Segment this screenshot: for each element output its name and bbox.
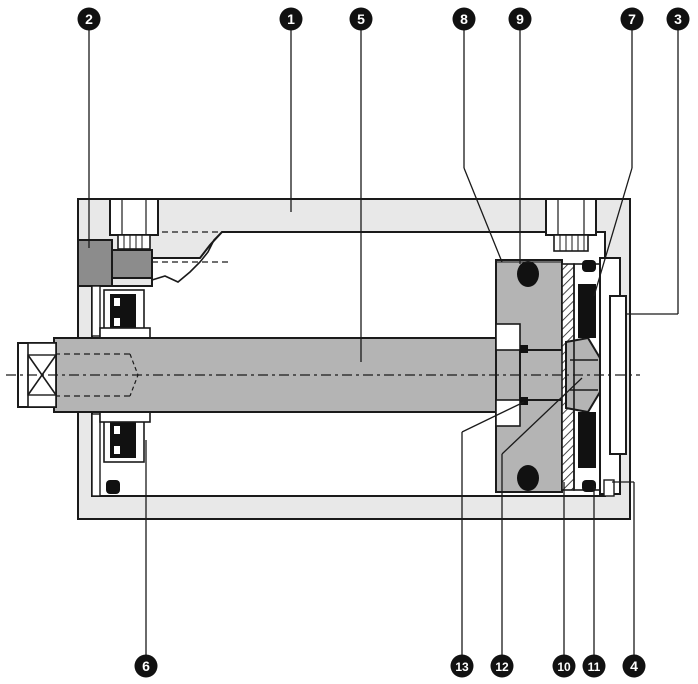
callout-4-label: 4 xyxy=(630,658,638,674)
callout-7: 7 xyxy=(620,7,644,31)
callout-6: 6 xyxy=(134,654,158,678)
rod-guide-lower xyxy=(99,411,151,423)
callout-1: 1 xyxy=(279,7,303,31)
o-ring-lower xyxy=(520,397,528,405)
magnet-upper xyxy=(578,284,596,338)
callout-8: 8 xyxy=(452,7,476,31)
callout-5-label: 5 xyxy=(357,11,365,27)
leader-lines xyxy=(88,30,679,658)
end-cap-seal-upper xyxy=(582,260,596,272)
callout-2: 2 xyxy=(77,7,101,31)
mounting-screw-right xyxy=(545,198,597,252)
callout-6-label: 6 xyxy=(142,658,150,674)
bushing-seal-lower xyxy=(106,480,120,494)
callout-12-label: 12 xyxy=(495,660,509,674)
end-cap-seal-lower xyxy=(582,480,596,492)
callout-1-label: 1 xyxy=(287,11,295,27)
callout-4: 4 xyxy=(622,654,646,678)
rod-seal-upper xyxy=(103,289,145,335)
callout-2-label: 2 xyxy=(85,11,93,27)
callout-11-label: 11 xyxy=(588,660,601,674)
callout-13: 13 xyxy=(450,654,474,678)
rod-seal-lower xyxy=(103,417,145,463)
mounting-screw-left xyxy=(109,198,159,250)
callout-3: 3 xyxy=(666,7,690,31)
callout-13-label: 13 xyxy=(455,660,469,674)
callout-12: 12 xyxy=(490,654,514,678)
callout-7-label: 7 xyxy=(628,11,636,27)
callout-8-label: 8 xyxy=(460,11,468,27)
callout-9-label: 9 xyxy=(516,11,524,27)
magnet-lower xyxy=(578,412,596,468)
callout-5: 5 xyxy=(349,7,373,31)
callout-9: 9 xyxy=(508,7,532,31)
rod-guide-upper xyxy=(99,327,151,339)
callout-10: 10 xyxy=(552,654,576,678)
retaining-ring xyxy=(603,479,615,497)
break-line xyxy=(151,231,223,283)
o-ring-upper xyxy=(520,345,528,353)
callout-3-label: 3 xyxy=(674,11,682,27)
callout-10-label: 10 xyxy=(557,660,571,674)
callout-11: 11 xyxy=(582,654,606,678)
